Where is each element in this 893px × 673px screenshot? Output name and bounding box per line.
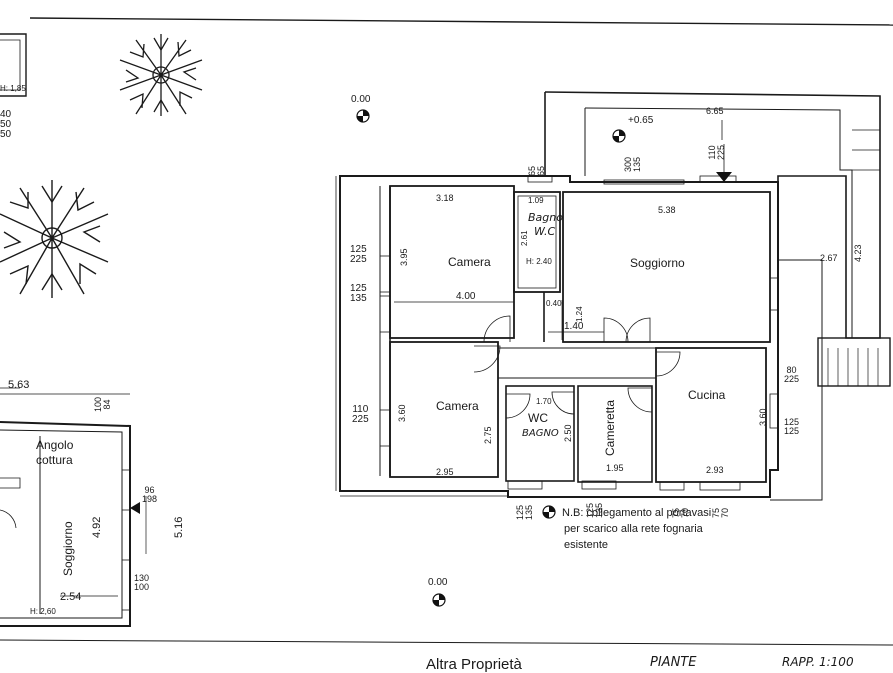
dimension-label: 6.65 [706,106,724,116]
dimension-label: 1.95 [606,463,624,473]
level-datum-icon [356,109,370,123]
dimension-label: 4.23 [853,244,863,262]
dimension-label: 4.00 [456,291,476,302]
dimension-label: 3.60 [397,404,407,422]
dimension-label: H: 1,85 [0,84,26,93]
dimension-label: 2.50 [563,424,573,442]
dimension-label: 3.18 [436,193,454,203]
tree-symbol-lower [0,180,109,298]
room-label-cucina: Cucina [688,388,726,402]
room-label-cottura: cottura [36,453,73,467]
dimension-label: 2.67 [820,253,838,263]
room-label-angolo: Angolo [36,438,74,452]
room-label-cameretta: Cameretta [603,399,617,456]
tree-symbol-upper [119,34,203,116]
note-line: esistente [564,539,609,551]
dimension-label: 2.95 [436,467,454,477]
dimension-label: H: 2.40 [526,257,552,266]
dimension-label: 5.38 [658,205,676,215]
handwritten-bagno: Bagno [528,211,563,224]
dimension-label: 1.70 [536,397,552,406]
dimension-label: 3.95 [399,248,409,266]
level-label: 0.00 [428,577,448,588]
note-line: per scarico alla rete fognaria [564,523,703,535]
dimension-label: 2.61 [520,230,529,246]
room-label-camera: Camera [436,399,479,413]
level-label: 0.00 [351,94,371,105]
level-datum-icon [432,593,446,607]
note-line: N.B: collegamento al portavasi [562,507,712,519]
dimension-label: 2.54 [60,591,82,603]
dimension-label: 0.40 [546,299,562,308]
level-label: +0.65 [628,115,654,126]
footer-piante: PIANTE [650,655,697,670]
footer-altra-proprieta: Altra Proprietà [426,656,522,673]
handwritten-wc: W.C [534,225,556,238]
dimension-label: 1.40 [564,321,584,332]
room-label-wc: WC [528,411,548,425]
dimension-label: 4.92 [91,516,103,538]
handwritten-bagno: BAGNO [522,428,559,439]
dimension-label: 2.93 [706,465,724,475]
dimension-label: 5.63 [8,379,30,391]
room-label-camera: Camera [448,255,491,269]
dimension-label: 1.24 [575,306,584,322]
room-label-soggiorno: Soggiorno [61,521,75,576]
dimension-label: 3.60 [758,408,768,426]
dimension-label: 5.16 [173,516,185,538]
level-datum-icon [542,505,556,519]
footer-scale: RAPP. 1:100 [782,655,854,669]
dimension-label: H: 2,60 [30,607,56,616]
dimension-label: 1.09 [528,196,544,205]
room-label-soggiorno: Soggiorno [630,256,685,270]
dimension-label: 2.75 [483,426,493,444]
level-datum-icon [612,129,626,143]
